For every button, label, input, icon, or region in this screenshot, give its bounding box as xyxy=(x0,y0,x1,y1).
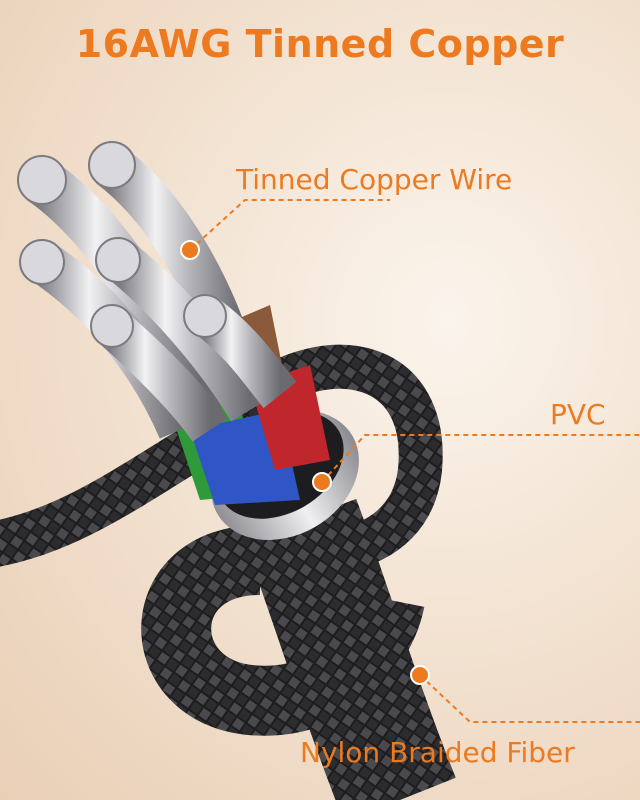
callout-dot-pvc xyxy=(312,472,332,492)
callout-dot-wire xyxy=(180,240,200,260)
cable-body xyxy=(243,498,456,800)
callout-leaders xyxy=(189,199,640,723)
page-title: 16AWG Tinned Copper xyxy=(75,22,565,66)
callout-label-nylon: Nylon Braided Fiber xyxy=(300,736,575,769)
copper-strands xyxy=(17,141,297,442)
callout-label-pvc: PVC xyxy=(550,398,606,431)
callout-label-wire: Tinned Copper Wire xyxy=(236,163,513,196)
callout-dot-nylon xyxy=(410,665,430,685)
